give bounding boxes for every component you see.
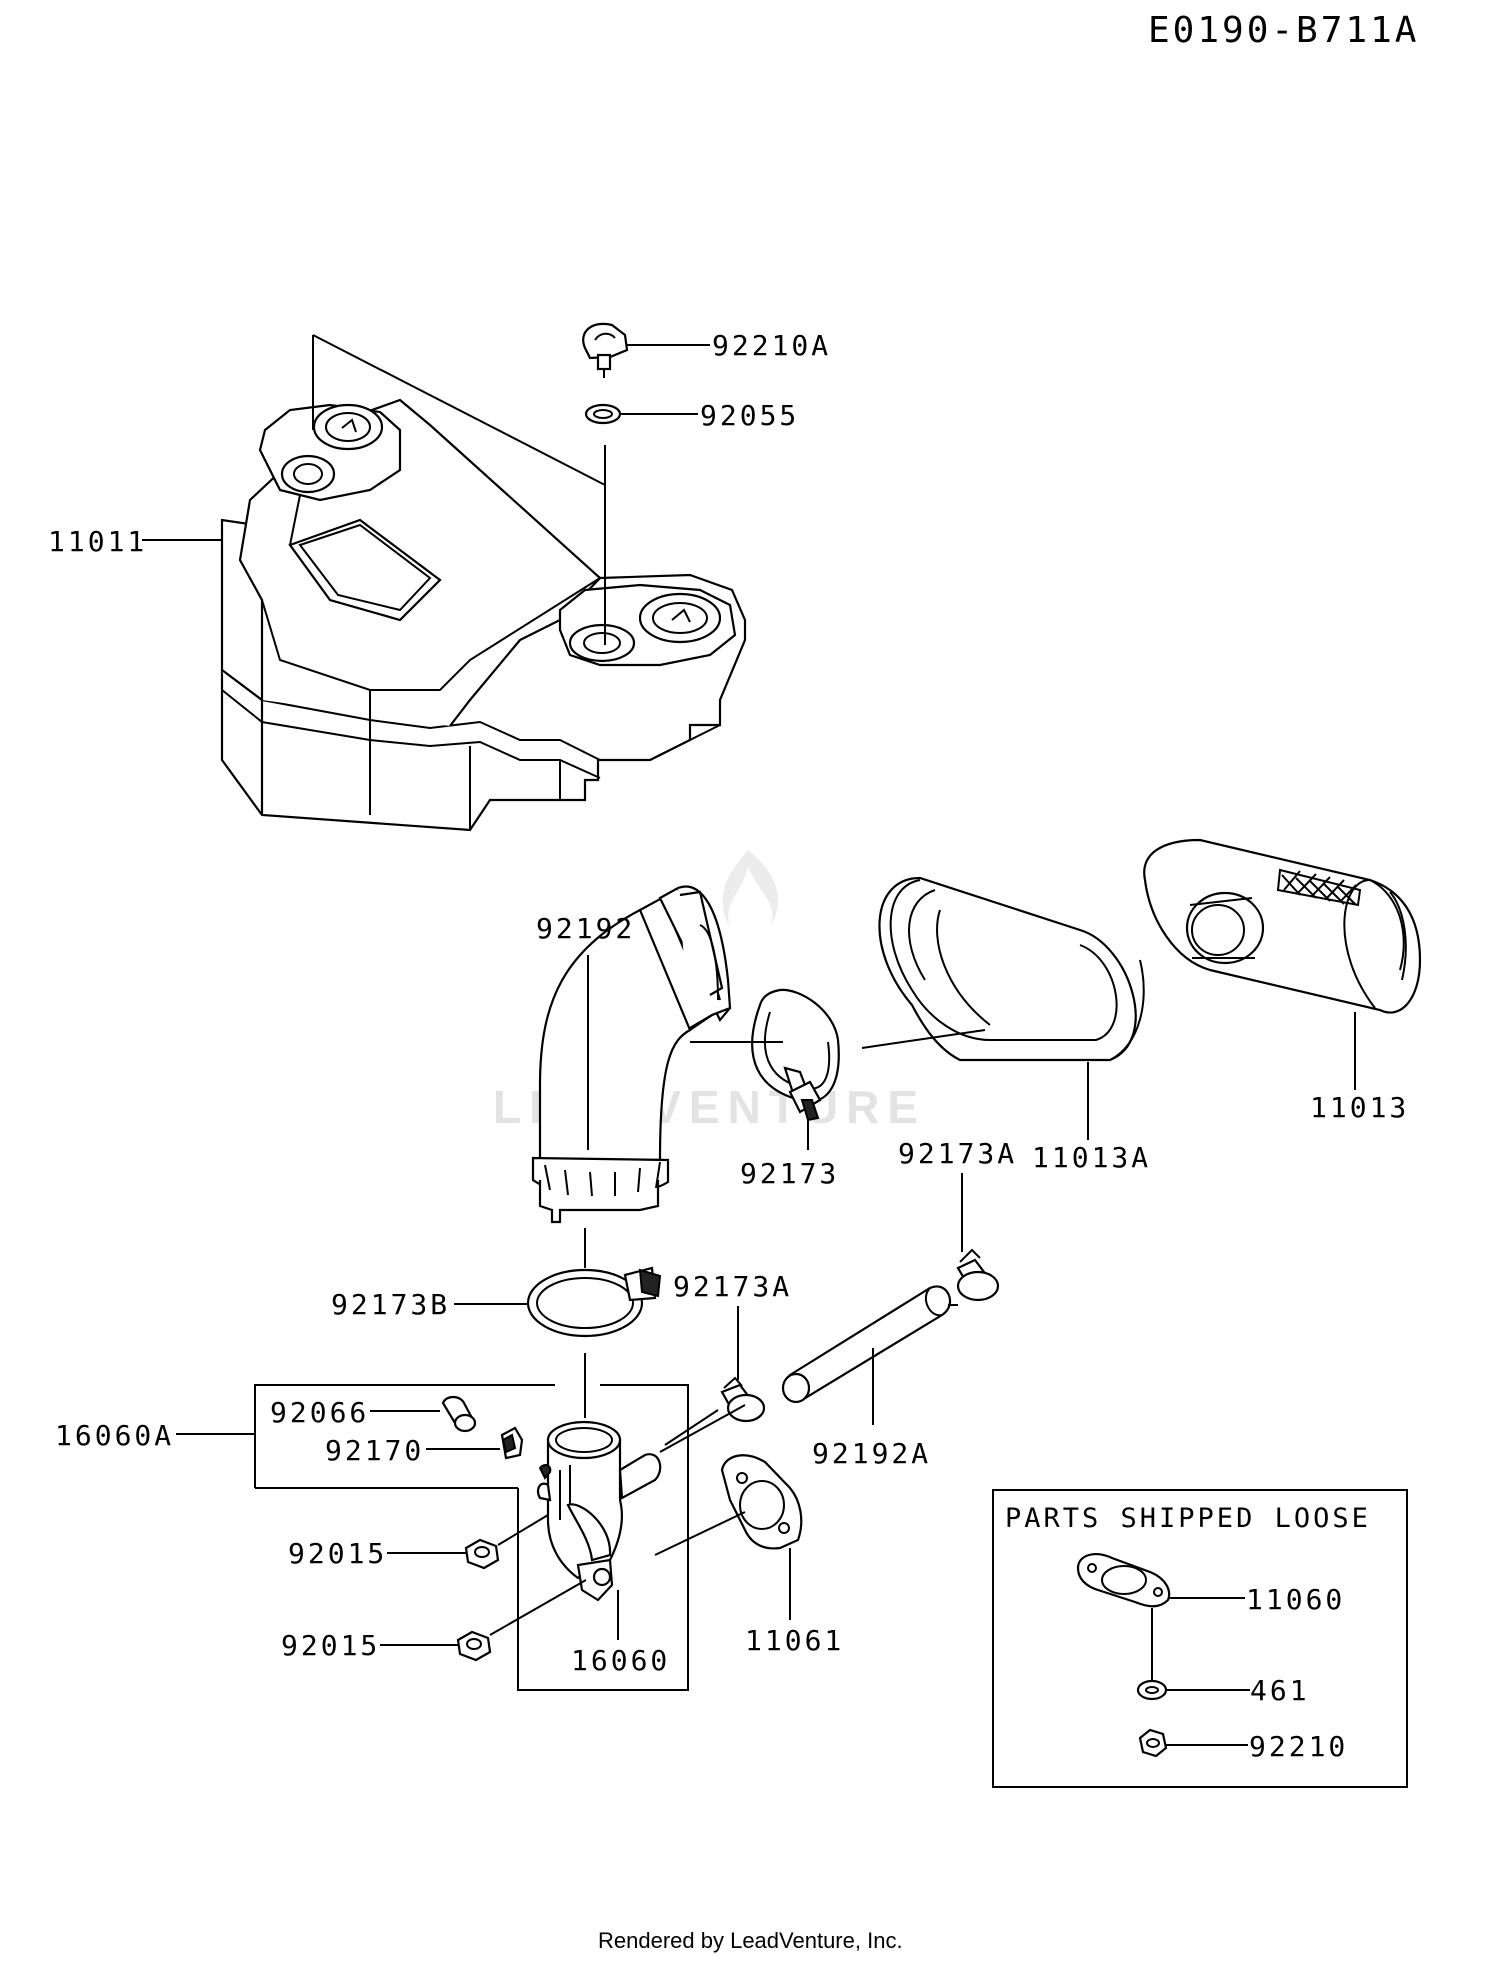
hose-clamp-92173A-upper[interactable] — [956, 1248, 1000, 1302]
part-label-92066[interactable]: 92066 — [270, 1396, 369, 1429]
leader-line — [861, 1029, 986, 1049]
part-label-92173B[interactable]: 92173B — [331, 1288, 450, 1321]
hose-clamp-92173B[interactable] — [526, 1266, 662, 1338]
air-cleaner-cover-11011[interactable] — [220, 398, 747, 832]
gasket-11061[interactable] — [720, 1454, 803, 1550]
part-label-92173[interactable]: 92173 — [740, 1157, 839, 1190]
flame-watermark-icon — [722, 850, 779, 928]
leader-line — [312, 334, 606, 486]
leader-line — [659, 1404, 746, 1453]
part-label-11013A[interactable]: 11013A — [1032, 1141, 1151, 1174]
part-label-92173A-top[interactable]: 92173A — [898, 1137, 1017, 1170]
drawing-id: E0190-B711A — [1148, 10, 1419, 51]
breather-hose-92192A[interactable] — [781, 1285, 952, 1404]
plug-92066[interactable] — [441, 1395, 477, 1433]
pre-cleaner-11013A[interactable] — [878, 876, 1145, 1062]
clip-92170[interactable] — [500, 1426, 552, 1480]
nut-92015-upper[interactable] — [464, 1538, 500, 1570]
elbow-fitting-16060[interactable] — [536, 1420, 662, 1602]
part-label-461[interactable]: 461 — [1250, 1674, 1310, 1707]
part-label-11011[interactable]: 11011 — [48, 525, 147, 558]
nut-92210[interactable] — [1138, 1728, 1168, 1758]
part-label-92015-a[interactable]: 92015 — [288, 1537, 387, 1570]
leader-line — [489, 1579, 587, 1636]
parts-shipped-loose-box: PARTS SHIPPED LOOSE 11060 461 92210 — [992, 1489, 1408, 1788]
assembly-bracket-16060A — [517, 1384, 689, 1691]
washer-461[interactable] — [1136, 1679, 1168, 1701]
part-label-92170[interactable]: 92170 — [325, 1434, 424, 1467]
leader-line — [664, 1409, 719, 1446]
part-label-16060A[interactable]: 16060A — [55, 1419, 174, 1452]
part-label-92055[interactable]: 92055 — [700, 399, 799, 432]
hose-clamp-92173A-lower[interactable] — [720, 1376, 766, 1423]
air-filter-element-11013[interactable] — [1143, 838, 1422, 1014]
part-label-92192[interactable]: 92192 — [536, 912, 635, 945]
footer-credit: Rendered by LeadVenture, Inc. — [598, 1928, 903, 1953]
washer-hole — [593, 409, 613, 419]
nut-92015-lower[interactable] — [456, 1630, 492, 1662]
part-label-11061[interactable]: 11061 — [745, 1624, 844, 1657]
leader-line — [497, 1514, 549, 1546]
part-label-11060[interactable]: 11060 — [1246, 1583, 1345, 1616]
loose-parts-frame — [992, 1489, 1408, 1788]
gasket-11060[interactable] — [1076, 1553, 1171, 1608]
part-label-92173A-mid[interactable]: 92173A — [673, 1270, 792, 1303]
part-label-11013[interactable]: 11013 — [1310, 1091, 1409, 1124]
leader-line — [654, 1511, 746, 1556]
loose-parts-title: PARTS SHIPPED LOOSE — [1005, 1503, 1371, 1534]
part-label-16060[interactable]: 16060 — [571, 1644, 670, 1677]
part-label-92210[interactable]: 92210 — [1249, 1730, 1348, 1763]
part-label-92192A[interactable]: 92192A — [812, 1437, 931, 1470]
elbow-tube-92192[interactable] — [531, 885, 732, 1224]
wing-knob-92210A[interactable] — [582, 322, 629, 378]
assembly-bracket-16060A — [254, 1384, 555, 1488]
part-label-92015-b[interactable]: 92015 — [281, 1629, 380, 1662]
hose-clamp-92173[interactable] — [751, 988, 840, 1122]
part-label-92210A[interactable]: 92210A — [712, 329, 831, 362]
washer-92055[interactable] — [584, 403, 622, 425]
